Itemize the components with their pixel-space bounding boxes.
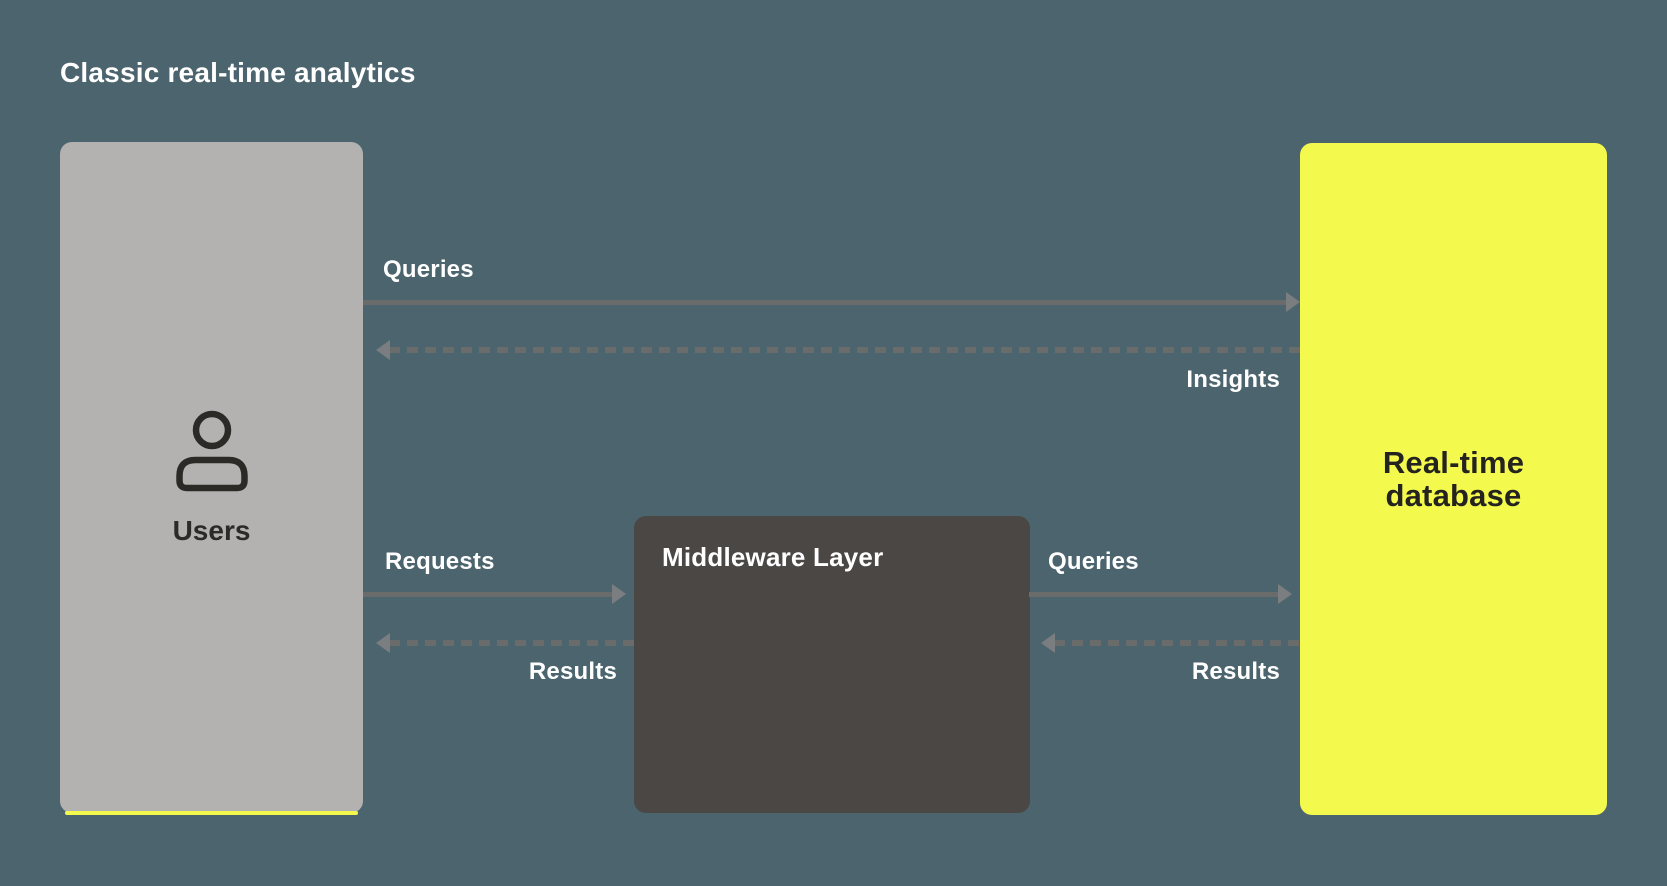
flow-database-to-users-line — [389, 347, 1300, 353]
user-icon — [175, 410, 248, 497]
arrowhead-left-icon — [1041, 633, 1055, 653]
flow-label-queries-top: Queries — [383, 256, 474, 283]
arrowhead-right-icon — [1278, 584, 1292, 604]
users-node-content: Users — [60, 410, 363, 547]
database-node: Real-time database — [1300, 143, 1607, 815]
flow-label-queries-right: Queries — [1048, 548, 1139, 575]
database-node-label: Real-time database — [1382, 444, 1525, 513]
middleware-node-label: Middleware Layer — [662, 542, 884, 572]
flow-label-results-right: Results — [1191, 658, 1280, 685]
flow-database-to-middleware-line — [1054, 640, 1300, 646]
diagram-title: Classic real-time analytics — [60, 57, 416, 88]
users-node-label: Users — [172, 515, 251, 546]
middleware-node: Middleware Layer — [634, 516, 1030, 813]
database-label-line1: Real-time — [1382, 444, 1525, 480]
arrowhead-left-icon — [376, 340, 390, 360]
arrowhead-right-icon — [612, 584, 626, 604]
flow-users-to-middleware-line — [363, 592, 612, 597]
flow-label-insights: Insights — [1186, 366, 1280, 393]
database-label-line2: database — [1385, 478, 1522, 513]
flow-middleware-to-users-line — [389, 640, 634, 646]
arrowhead-left-icon — [376, 633, 390, 653]
users-node: Users — [60, 142, 363, 815]
arrowhead-right-icon — [1286, 292, 1300, 312]
flow-middleware-to-database-line — [1029, 592, 1278, 597]
flow-label-results-left: Results — [528, 658, 617, 685]
flow-label-requests: Requests — [385, 548, 495, 575]
flow-users-to-database-line — [363, 300, 1286, 305]
